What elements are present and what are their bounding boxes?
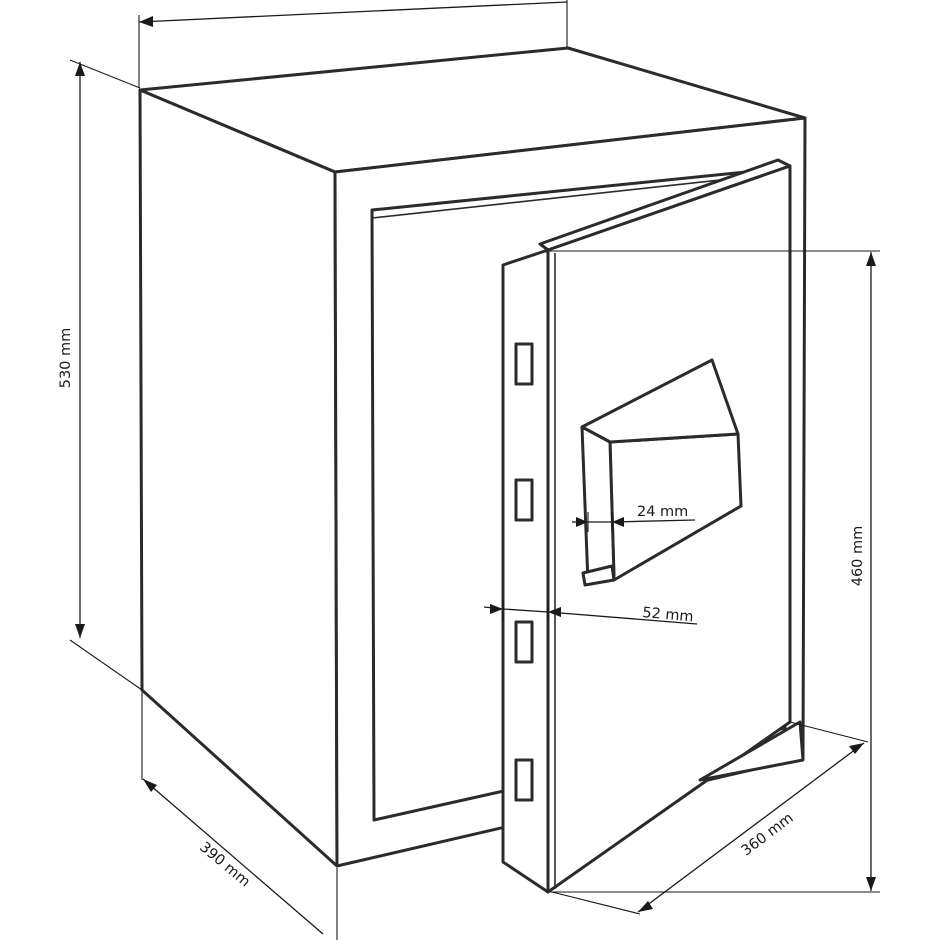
label-360mm: 360 mm [739, 810, 797, 859]
label-390mm: 390 mm [196, 839, 253, 890]
dimension-door-thickness: 52 mm [483, 600, 698, 625]
door-handle [580, 358, 743, 587]
label-530mm: 530 mm [58, 328, 74, 389]
dimension-handle-thickness: 24 mm [572, 504, 696, 532]
label-24mm: 24 mm [637, 504, 688, 520]
door-bolt-1 [514, 342, 534, 386]
door-bolt-2 [514, 478, 534, 522]
door-lower-flap [698, 720, 805, 782]
opening-inner-edge [371, 173, 776, 219]
dimension-top-width [138, 0, 568, 88]
safe-side-face [138, 88, 339, 868]
label-52mm: 52 mm [642, 605, 695, 625]
handle-front [580, 425, 616, 585]
dimension-door-height: 460 mm [548, 250, 880, 893]
door-bolt-3 [514, 620, 534, 664]
label-460mm: 460 mm [850, 526, 866, 587]
handle-foot [581, 564, 616, 587]
dimension-height-overall: 530 mm [58, 59, 143, 691]
door-bolt-4 [514, 758, 534, 802]
